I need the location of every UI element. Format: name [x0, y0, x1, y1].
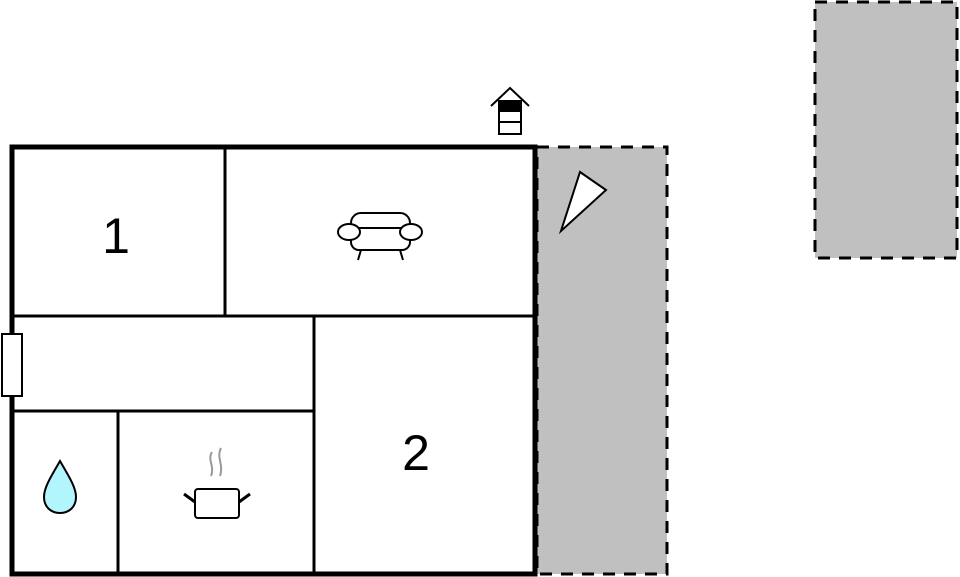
terrace-area — [535, 145, 669, 576]
water-drop-icon — [42, 458, 78, 515]
cooking-pot-icon — [183, 447, 251, 519]
entrance-door[interactable] — [1, 333, 23, 397]
interior-walls — [12, 147, 535, 574]
room-label-1: 1 — [102, 208, 130, 264]
outbuilding-area — [813, 0, 959, 260]
stairs-up-icon — [490, 86, 530, 135]
room-label-2: 2 — [402, 425, 430, 481]
sunshade-icon — [558, 170, 608, 235]
sofa-icon — [337, 212, 423, 261]
